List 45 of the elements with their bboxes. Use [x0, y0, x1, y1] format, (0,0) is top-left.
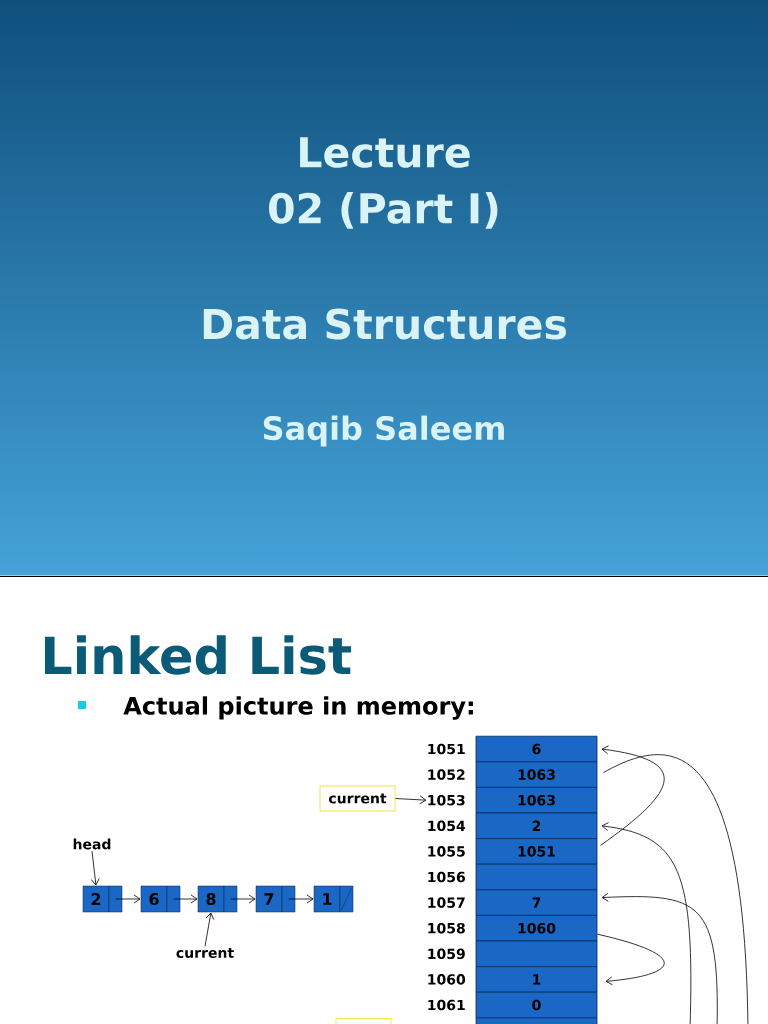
- address-label: 1060: [428, 974, 466, 985]
- pointer-box: current: [319, 785, 396, 812]
- list-node: 1: [313, 885, 354, 913]
- arrow: [230, 894, 256, 904]
- memory-cell: [475, 1017, 598, 1024]
- address-label: 1058: [428, 922, 465, 934]
- pointer-label: current: [176, 948, 234, 958]
- arrow: [204, 912, 215, 947]
- address-label: 1059: [428, 948, 465, 960]
- memory-cell: 1063: [475, 761, 598, 788]
- memory-cell: 1: [475, 966, 598, 993]
- author-text: Saqib Saleem: [263, 415, 504, 447]
- pointer-box: [335, 1018, 392, 1024]
- memory-cell: 7: [475, 889, 598, 916]
- title-text: Data Structures: [203, 308, 566, 340]
- list-node: 7: [255, 885, 296, 913]
- pointer-label: head: [73, 838, 111, 850]
- arrow: [90, 850, 100, 886]
- address-label: 1055: [428, 846, 465, 857]
- arrow: [600, 745, 665, 846]
- bullet-text: Actual picture in memory:: [123, 696, 473, 720]
- list-node: 8: [197, 885, 238, 913]
- slide-heading: Linked List: [44, 635, 352, 675]
- list-node: 2: [82, 885, 123, 913]
- memory-cell: 2: [475, 812, 598, 839]
- memory-cell: 1051: [475, 838, 598, 865]
- arrow: [288, 894, 314, 904]
- address-label: 1051: [428, 743, 465, 755]
- arrow: [115, 894, 141, 904]
- list-node: 6: [140, 885, 181, 913]
- arrow: [173, 894, 198, 904]
- arrow: [597, 933, 665, 986]
- address-label: 1061: [428, 999, 465, 1011]
- arrow: [601, 892, 718, 1024]
- address-label: 1056: [428, 871, 465, 883]
- arrow: [395, 795, 427, 805]
- title-text: Lecture 02 (Part I): [269, 137, 498, 229]
- memory-cell: 1060: [475, 915, 598, 942]
- address-label: 1054: [428, 820, 466, 832]
- memory-cell: 1063: [475, 787, 598, 814]
- address-label: 1052: [428, 769, 465, 780]
- arrow: [601, 822, 692, 1024]
- address-label: 1053: [428, 794, 465, 806]
- address-label: 1057: [428, 897, 465, 908]
- memory-cell: 6: [475, 735, 598, 763]
